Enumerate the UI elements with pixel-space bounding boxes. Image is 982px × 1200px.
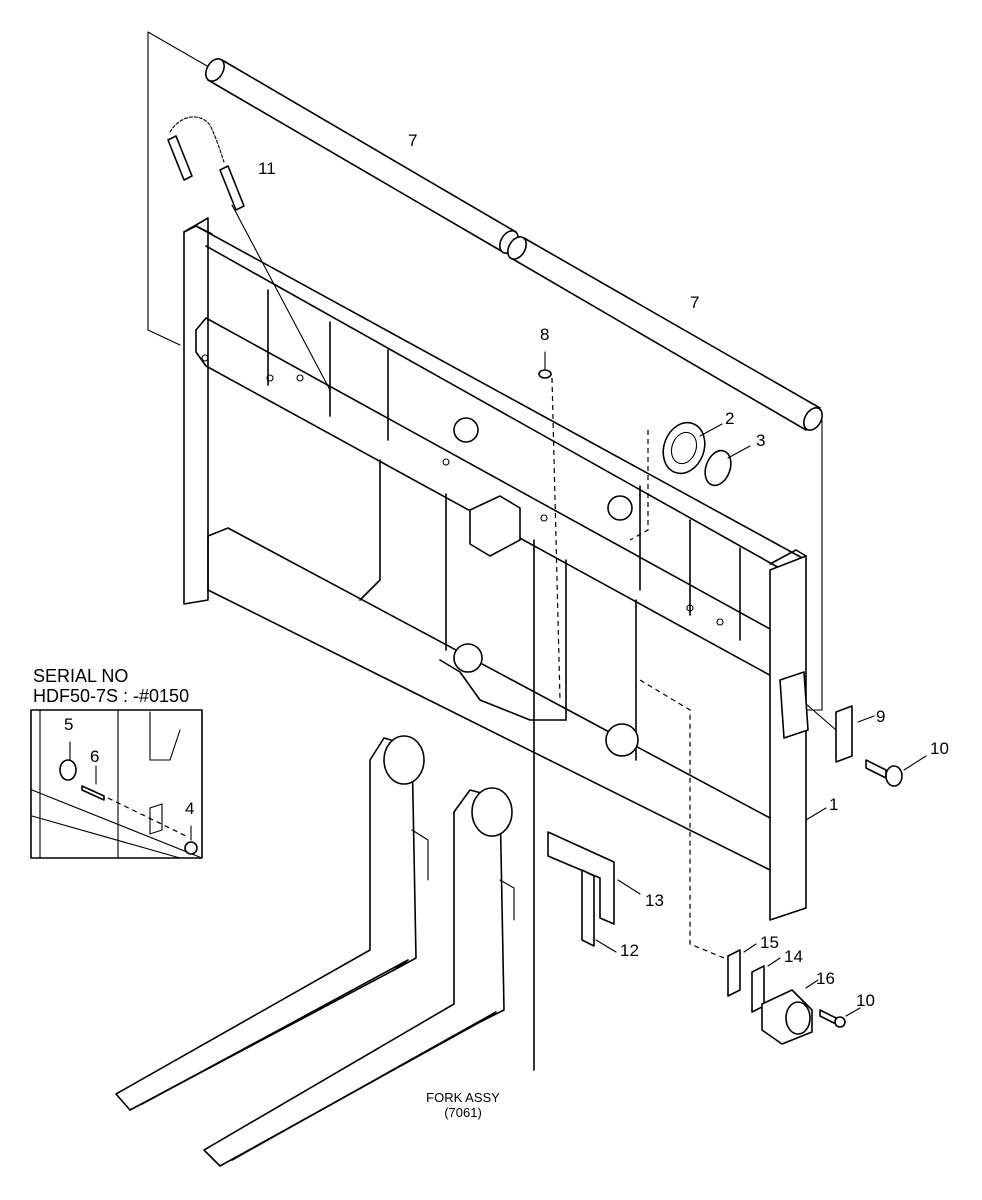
- callout-10-upper: 10: [930, 739, 949, 758]
- callout-14: 14: [784, 947, 803, 966]
- callout-10-lower: 10: [856, 991, 875, 1010]
- callout-2: 2: [725, 409, 734, 428]
- shaft-lower: [507, 236, 823, 431]
- fork-front: [203, 787, 515, 1167]
- side-roller-bracket: [761, 979, 819, 1045]
- serial-number-title: SERIAL NO: [33, 666, 129, 686]
- callout-15: 15: [760, 933, 779, 952]
- snap-ring: [704, 445, 751, 487]
- fork-back: [115, 735, 429, 1111]
- carriage-frame: [183, 217, 827, 1071]
- cover-plate: [547, 831, 641, 925]
- lock-pin-with-chain: [167, 116, 331, 391]
- bolt-lower: [819, 1007, 861, 1028]
- callout-11: 11: [258, 159, 276, 178]
- bushing-leader: [629, 430, 649, 541]
- shim-plate-15: [727, 943, 757, 997]
- callout-12: 12: [620, 941, 639, 960]
- callout-4: 4: [185, 799, 194, 818]
- callout-5: 5: [64, 715, 73, 734]
- bushing: [662, 421, 723, 475]
- stopper-plate: [779, 671, 875, 763]
- callout-1: 1: [829, 795, 838, 814]
- roller-leader: [639, 679, 725, 959]
- shim: [581, 869, 617, 953]
- callout-13: 13: [645, 891, 664, 910]
- callout-7-upper: 7: [408, 131, 417, 150]
- callout-3: 3: [756, 431, 765, 450]
- callout-9: 9: [876, 707, 885, 726]
- callout-8: 8: [540, 325, 549, 344]
- shaft-upper: [205, 58, 519, 254]
- serial-number-range: HDF50-7S : -#0150: [33, 686, 190, 706]
- bolt-upper: [865, 755, 927, 787]
- fork-assy-code: (7061): [444, 1105, 482, 1120]
- callout-7-lower: 7: [690, 293, 699, 312]
- small-pin: [538, 351, 561, 701]
- inset-detail: [30, 709, 203, 859]
- callout-6: 6: [90, 747, 99, 766]
- callout-16: 16: [816, 969, 835, 988]
- fork-assy-label: FORK ASSY: [426, 1090, 500, 1105]
